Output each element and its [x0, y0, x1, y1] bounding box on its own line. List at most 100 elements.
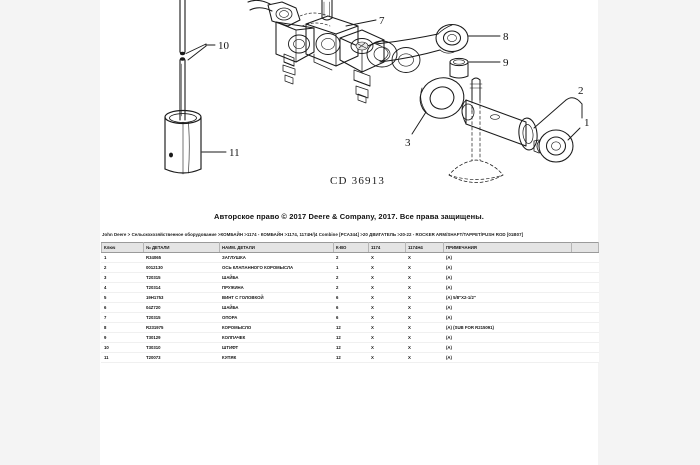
cell-model-1174h4: X: [405, 332, 444, 343]
cell-key: 11: [101, 352, 144, 363]
column-header-remarks[interactable]: ПРИМЕЧАНИЯ: [443, 242, 572, 253]
callout-1: 1: [584, 117, 590, 129]
cell-part-no: R231975: [143, 322, 220, 333]
cell-part-name: КУПЯК: [219, 352, 334, 363]
cell-remarks: (A): [443, 332, 572, 343]
cell-qty: 12: [333, 352, 369, 363]
parts-table-container: Ключ № ДЕТАЛИ НАИМ. ДЕТАЛИ К-ВО 1174 117…: [101, 242, 599, 363]
cell-part-no: T20073: [143, 352, 220, 363]
cell-model-1174h4: X: [405, 352, 444, 363]
column-header-spacer: [571, 242, 599, 253]
valve-spring-washer-part: [419, 77, 465, 119]
callout-11: 11: [229, 147, 240, 159]
push-rod-upper-part: [179, 0, 186, 56]
column-header-key[interactable]: Ключ: [101, 242, 144, 253]
cell-remarks: (A) (SUB FOR R215091): [443, 322, 572, 333]
cell-part-no: 04Z720: [143, 302, 220, 313]
cell-model-1174: X: [368, 292, 406, 303]
parts-table: Ключ № ДЕТАЛИ НАИМ. ДЕТАЛИ К-ВО 1174 117…: [101, 242, 599, 363]
cell-spacer: [571, 262, 599, 273]
rocker-arm-part: [366, 23, 469, 73]
callout-7: 7: [379, 15, 385, 27]
cell-model-1174: X: [368, 342, 406, 353]
breadcrumb: John Deere > Сельскохозяйственное оборуд…: [102, 232, 524, 237]
cell-key: 5: [101, 292, 144, 303]
cell-spacer: [571, 292, 599, 303]
document-sheet: 10 11 7 8 9 3 2 1 CD 36913 Авторское пра…: [100, 0, 599, 465]
cell-qty: 6: [333, 302, 369, 313]
leader-lines: [185, 19, 583, 153]
valve-cap-part: [449, 57, 469, 79]
cell-remarks: (A): [443, 352, 572, 363]
cell-model-1174h4: X: [405, 282, 444, 293]
column-header-part-no[interactable]: № ДЕТАЛИ: [143, 242, 220, 253]
cell-model-1174: X: [368, 252, 406, 263]
cell-part-no: T20314: [143, 282, 220, 293]
column-header-part-name[interactable]: НАИМ. ДЕТАЛИ: [219, 242, 334, 253]
tappet-cup-part: [164, 109, 202, 175]
callout-2: 2: [578, 85, 584, 97]
cell-part-name: ВИНТ С ГОЛОВКОЙ: [219, 292, 334, 303]
cell-model-1174h4: X: [405, 302, 444, 313]
cell-model-1174h4: X: [405, 272, 444, 283]
cell-remarks: (A): [443, 252, 572, 263]
parts-table-header: Ключ № ДЕТАЛИ НАИМ. ДЕТАЛИ К-ВО 1174 117…: [101, 242, 599, 253]
copyright-notice: Авторское право © 2017 Deere & Company, …: [214, 212, 484, 221]
cell-remarks: (A): [443, 302, 572, 313]
cell-model-1174h4: X: [405, 312, 444, 323]
cell-key: 9: [101, 332, 144, 343]
cell-key: 8: [101, 322, 144, 333]
cell-spacer: [571, 282, 599, 293]
cell-part-name: ОСЬ КЛАПАННОГО КОРОМЫСЛА: [219, 262, 334, 273]
cell-part-no: T30129: [143, 332, 220, 343]
valve-part: [448, 77, 504, 183]
cell-part-name: ШАЙБА: [219, 302, 334, 313]
rocker-shaft-assembly: [247, 0, 385, 104]
cell-key: 10: [101, 342, 144, 353]
cell-spacer: [571, 322, 599, 333]
cell-key: 7: [101, 312, 144, 323]
cell-part-name: ОПОРА: [219, 312, 334, 323]
callout-9: 9: [503, 57, 509, 69]
cell-qty: 1: [333, 262, 369, 273]
callout-8: 8: [503, 31, 509, 43]
cell-model-1174h4: X: [405, 292, 444, 303]
cell-model-1174h4: X: [405, 322, 444, 333]
cell-model-1174: X: [368, 322, 406, 333]
cell-key: 2: [101, 262, 144, 273]
cell-spacer: [571, 352, 599, 363]
cell-part-no: 0012130: [143, 262, 220, 273]
cell-model-1174: X: [368, 312, 406, 323]
cell-model-1174h4: X: [405, 342, 444, 353]
exploded-parts-diagram: 10 11 7 8 9 3 2 1: [164, 0, 590, 183]
cell-key: 1: [101, 252, 144, 263]
cell-remarks: (A): [443, 312, 572, 323]
cell-spacer: [571, 252, 599, 263]
cell-qty: 12: [333, 332, 369, 343]
cell-model-1174h4: X: [405, 262, 444, 273]
cell-part-name: КОЛПАЧЕК: [219, 332, 334, 343]
cell-part-name: ШАЙБА: [219, 272, 334, 283]
cell-part-name: ЗАГЛУШКА: [219, 252, 334, 263]
column-header-qty[interactable]: К-ВО: [333, 242, 369, 253]
column-header-model-1174h4[interactable]: 1174H4: [405, 242, 444, 253]
cell-model-1174: X: [368, 262, 406, 273]
cell-part-no: T30310: [143, 342, 220, 353]
cell-remarks: (A): [443, 282, 572, 293]
cell-part-no: R34065: [143, 252, 220, 263]
callout-10: 10: [218, 40, 230, 52]
cell-spacer: [571, 332, 599, 343]
column-header-model-1174[interactable]: 1174: [368, 242, 406, 253]
cell-model-1174: X: [368, 332, 406, 343]
